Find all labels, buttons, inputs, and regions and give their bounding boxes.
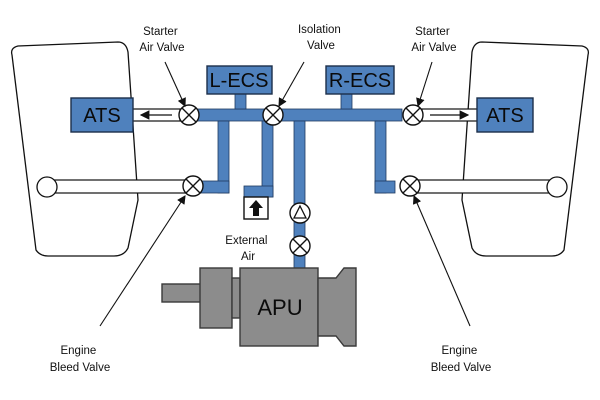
duct-network <box>195 87 403 272</box>
ats-right-label: ATS <box>486 105 523 127</box>
starter-air-valve-right-note-line1: Starter <box>415 26 450 38</box>
engine-bleed-valve-right-note: Engine Bleed Valve <box>431 345 492 374</box>
starter-air-valve-left-note-line2: Air Valve <box>139 42 184 54</box>
ats-left-label: ATS <box>83 105 120 127</box>
right-engine-bleed-port <box>546 176 568 198</box>
isolation-valve-note: Isolation Valve <box>298 24 344 52</box>
starter-air-valve-right-note: Starter Air Valve <box>411 26 456 54</box>
right-engine-bleed-shaft <box>411 179 558 194</box>
apu-bleed-valve[interactable] <box>289 235 311 257</box>
isolation-valve-note-line2: Valve <box>307 40 335 52</box>
isolation-valve[interactable] <box>262 104 284 126</box>
engine-bleed-valve-right-note-line1: Engine <box>441 345 477 357</box>
starter-air-valve-right-note-line2: Air Valve <box>411 42 456 54</box>
right-engine-outline <box>461 41 590 257</box>
apu-check-valve[interactable] <box>289 202 311 224</box>
ats-right-box <box>476 97 534 133</box>
r-ecs-box <box>325 65 395 95</box>
engine-bleed-valve-left-note: Engine Bleed Valve <box>50 345 111 374</box>
left-engine-outline <box>10 41 139 257</box>
left-engine-bleed-port <box>36 176 58 198</box>
callout-lines <box>99 61 471 327</box>
external-air-note-line2: Air <box>241 251 255 263</box>
external-air-arrow-icon <box>249 200 263 216</box>
isolation-valve-note-line1: Isolation <box>298 24 341 36</box>
starter-air-valve-left[interactable] <box>178 104 200 126</box>
engine-bleed-valve-right-note-line2: Bleed Valve <box>431 362 492 374</box>
external-air-note: External Air <box>225 235 270 263</box>
l-ecs-label: L-ECS <box>210 70 269 92</box>
starter-air-valve-left-note-line1: Starter <box>143 26 178 38</box>
engine-bleed-valve-left[interactable] <box>182 175 204 197</box>
apu-unit <box>161 267 357 347</box>
engine-bleed-valve-right[interactable] <box>399 175 421 197</box>
apu-label: APU <box>257 295 302 320</box>
engine-bleed-valve-left-note-line2: Bleed Valve <box>50 362 111 374</box>
ats-left-box <box>70 97 134 133</box>
l-ecs-box <box>206 65 273 95</box>
starter-air-valve-right[interactable] <box>402 104 424 126</box>
left-engine-bleed-shaft <box>47 179 189 194</box>
r-ecs-label: R-ECS <box>329 70 391 92</box>
engine-bleed-valve-left-note-line1: Engine <box>60 345 96 357</box>
external-air-note-line1: External <box>225 235 267 247</box>
starter-air-valve-left-note: Starter Air Valve <box>139 26 184 54</box>
